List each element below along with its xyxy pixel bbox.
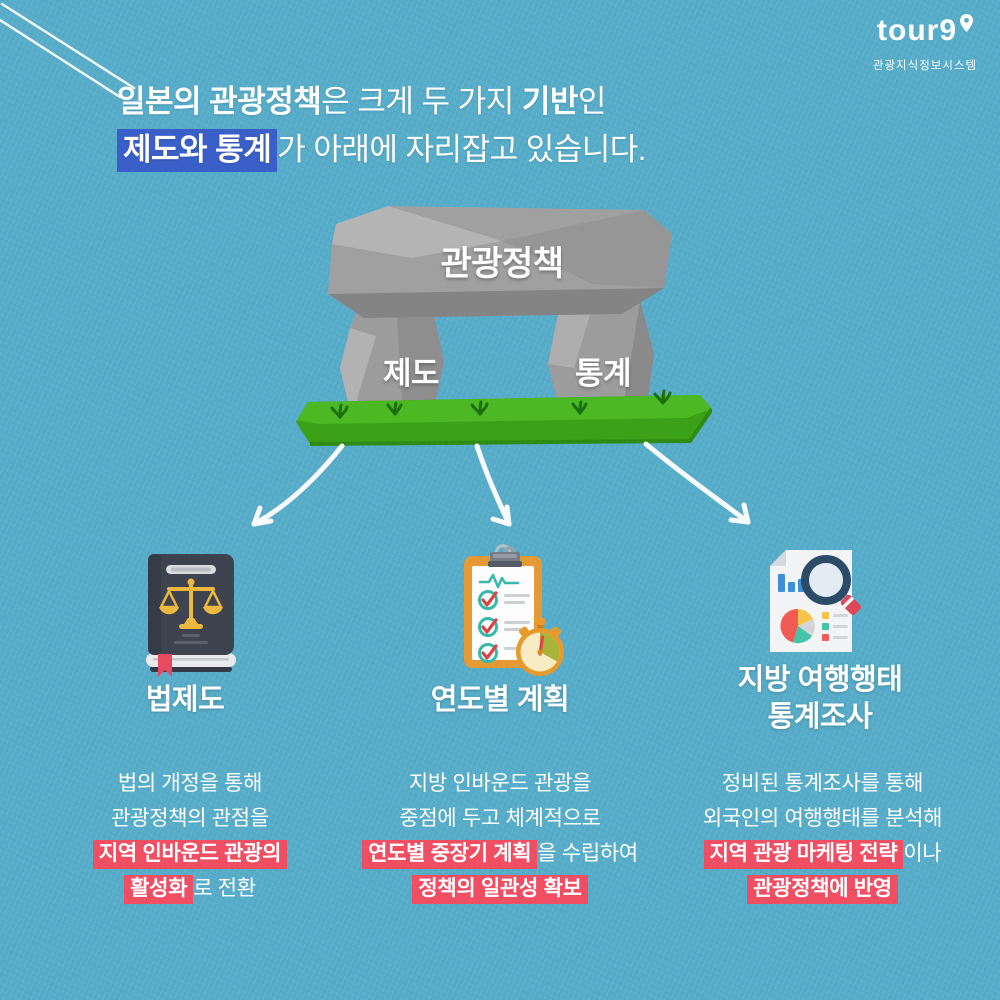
checklist-rows bbox=[478, 590, 530, 663]
arrow-right bbox=[643, 441, 751, 525]
headline-line-1: 일본의 관광정책은 크게 두 가지 기반인 bbox=[117, 78, 646, 126]
description-line: 중점에 두고 체계적으로 bbox=[335, 801, 665, 836]
arrow-left bbox=[251, 443, 345, 527]
statistics-survey-icon bbox=[770, 550, 862, 652]
plain-text: 지방 인바운드 관광을 bbox=[408, 772, 592, 795]
description-line: 법의 개정을 통해 bbox=[25, 766, 355, 801]
arrow-middle bbox=[474, 443, 512, 527]
description-line: 정책의 일관성 확보 bbox=[335, 871, 665, 906]
logo-brand: tour9 bbox=[877, 14, 973, 48]
left-pillar-stone bbox=[340, 300, 444, 428]
headline-regular-3: 가 아래에 자리잡고 있습니다. bbox=[277, 132, 646, 167]
column-1-title: 법제도 bbox=[145, 684, 225, 716]
scales-of-justice-glyph bbox=[159, 578, 223, 629]
pie-chart-glyph bbox=[780, 608, 815, 644]
grass-tufts bbox=[330, 389, 672, 419]
plain-text: 로 전환 bbox=[193, 877, 256, 900]
headline-bold-2: 기반 bbox=[521, 84, 579, 119]
logo-wordmark: tour9 bbox=[877, 14, 957, 47]
binder-clip-glyph bbox=[488, 544, 522, 567]
highlighted-text: 지역 인바운드 관광의 bbox=[92, 840, 288, 869]
highlighted-text: 연도별 중장기 계획 bbox=[362, 840, 538, 869]
logo: tour9 관광지식정보시스템 bbox=[852, 14, 998, 73]
headline-regular-2: 인 bbox=[577, 84, 607, 119]
magnifying-glass-glyph bbox=[801, 555, 862, 616]
description-line: 지방 인바운드 관광을 bbox=[335, 766, 665, 801]
highlighted-text: 정책의 일관성 확보 bbox=[412, 875, 588, 904]
plain-text: 외국인의 여행행태를 분석해 bbox=[702, 807, 943, 830]
location-pin-icon bbox=[960, 14, 973, 32]
plain-text: 관광정책의 관점을 bbox=[111, 807, 269, 830]
left-pillar-label: 제도 bbox=[382, 356, 440, 391]
law-book-icon bbox=[146, 554, 236, 677]
headline-regular-1: 은 크게 두 가지 bbox=[321, 84, 522, 119]
branch-arrows bbox=[251, 441, 751, 527]
right-pillar-stone bbox=[548, 300, 654, 428]
right-pillar-label: 통계 bbox=[574, 356, 632, 391]
description-line: 지역 인바운드 관광의 bbox=[25, 836, 355, 871]
dolmen-illustration bbox=[296, 206, 712, 446]
column-3-title: 지방 여행행태 통계조사 bbox=[737, 664, 903, 733]
highlighted-text: 활성화 bbox=[124, 875, 194, 904]
plain-text: 법의 개정을 통해 bbox=[117, 772, 263, 795]
legend-list-glyph bbox=[822, 612, 848, 641]
highlighted-text: 지역 관광 마케팅 전략 bbox=[703, 840, 904, 869]
diagonal-lines-decoration bbox=[0, 2, 136, 99]
logo-subtitle: 관광지식정보시스템 bbox=[872, 60, 978, 72]
heartbeat-line-glyph bbox=[478, 573, 520, 589]
capstone-label: 관광정책 bbox=[440, 245, 564, 283]
description-line: 관광정책에 반영 bbox=[655, 871, 990, 906]
column-2-title: 연도별 계획 bbox=[430, 684, 570, 716]
description-line: 정비된 통계조사를 통해 bbox=[655, 766, 990, 801]
annual-plan-icon bbox=[464, 544, 564, 676]
headline-highlighted-keywords: 제도와 통계 bbox=[117, 129, 278, 172]
plain-text: 중점에 두고 체계적으로 bbox=[399, 807, 601, 830]
headline-bold-1: 일본의 관광정책 bbox=[117, 84, 322, 119]
plain-text: 정비된 통계조사를 통해 bbox=[721, 772, 924, 795]
plain-text: 이나 bbox=[903, 842, 942, 865]
capstone-stone bbox=[328, 206, 672, 318]
highlighted-text: 관광정책에 반영 bbox=[747, 875, 898, 904]
description-line: 외국인의 여행행태를 분석해 bbox=[655, 801, 990, 836]
description-line: 관광정책의 관점을 bbox=[25, 801, 355, 836]
plain-text: 을 수립하여 bbox=[537, 842, 638, 865]
stopwatch-glyph bbox=[516, 618, 564, 676]
